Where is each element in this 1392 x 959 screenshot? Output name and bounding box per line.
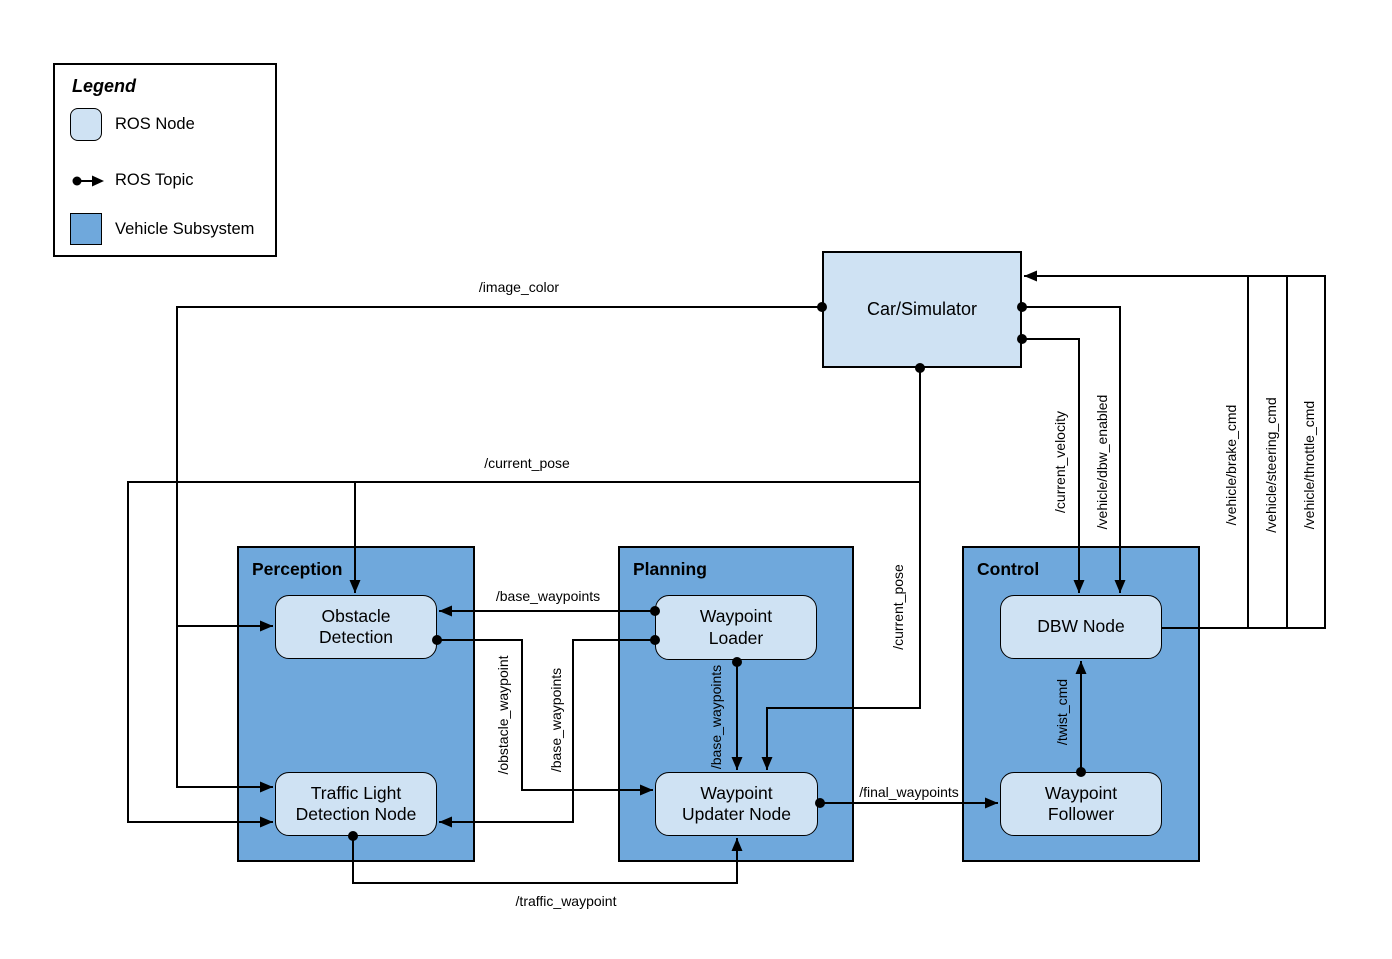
topic-label-base-waypoints-planning: /base_waypoints [708, 664, 724, 770]
waypoint-updater-label: Waypoint Updater Node [682, 782, 791, 824]
node-obstacle-detection: Obstacle Detection [275, 595, 437, 659]
topic-label-final-waypoints: /final_waypoints [859, 784, 959, 800]
legend-vehicle-subsystem-label: Vehicle Subsystem [115, 220, 255, 238]
ros-topic-arrow-icon [72, 175, 104, 187]
control-title: Control [977, 559, 1040, 579]
obstacle-detection-label: Obstacle Detection [319, 605, 393, 647]
perception-title: Perception [252, 559, 343, 579]
waypoint-loader-label: Waypoint Loader [699, 606, 773, 648]
node-traffic-light-detection: Traffic Light Detection Node [275, 772, 437, 836]
topic-label-obstacle-waypoint: /obstacle_waypoint [495, 655, 511, 775]
topic-label-current-pose-vertical: /current_pose [890, 564, 906, 650]
vehicle-subsystem-swatch [70, 213, 102, 245]
topic-label-throttle-cmd: /vehicle/throttle_cmd [1301, 400, 1317, 530]
topic-label-steering-cmd: /vehicle/steering_cmd [1263, 397, 1279, 533]
topic-label-traffic-waypoint: /traffic_waypoint [515, 893, 617, 909]
topic-label-current-pose: /current_pose [484, 455, 570, 471]
topic-label-base-waypoints: /base_waypoints [495, 588, 601, 604]
legend-box: Legend ROS Node ROS Topic Vehicle Subsys… [53, 63, 277, 257]
topic-label-base-waypoints-vertical: /base_waypoints [548, 667, 564, 773]
dbw-node-label: DBW Node [1037, 616, 1125, 637]
topic-label-image-color: /image_color [478, 279, 560, 295]
planning-title: Planning [633, 559, 707, 579]
node-car-simulator: Car/Simulator [822, 251, 1022, 368]
ros-node-swatch [70, 108, 102, 141]
node-waypoint-follower: Waypoint Follower [1000, 772, 1162, 836]
topic-label-dbw-enabled: /vehicle/dbw_enabled [1094, 394, 1110, 530]
topic-label-brake-cmd: /vehicle/brake_cmd [1223, 404, 1239, 526]
car-simulator-label: Car/Simulator [866, 298, 978, 319]
legend-ros-node-label: ROS Node [115, 115, 195, 133]
topic-label-twist-cmd: /twist_cmd [1054, 678, 1070, 746]
legend-title: Legend [72, 76, 137, 96]
waypoint-follower-label: Waypoint Follower [1044, 782, 1118, 824]
node-dbw: DBW Node [1000, 595, 1162, 659]
topic-label-current-velocity: /current_velocity [1052, 411, 1068, 513]
node-waypoint-updater: Waypoint Updater Node [655, 772, 818, 836]
node-waypoint-loader: Waypoint Loader [655, 595, 817, 660]
legend-ros-topic-label: ROS Topic [115, 171, 194, 189]
traffic-light-detection-label: Traffic Light Detection Node [295, 782, 417, 824]
